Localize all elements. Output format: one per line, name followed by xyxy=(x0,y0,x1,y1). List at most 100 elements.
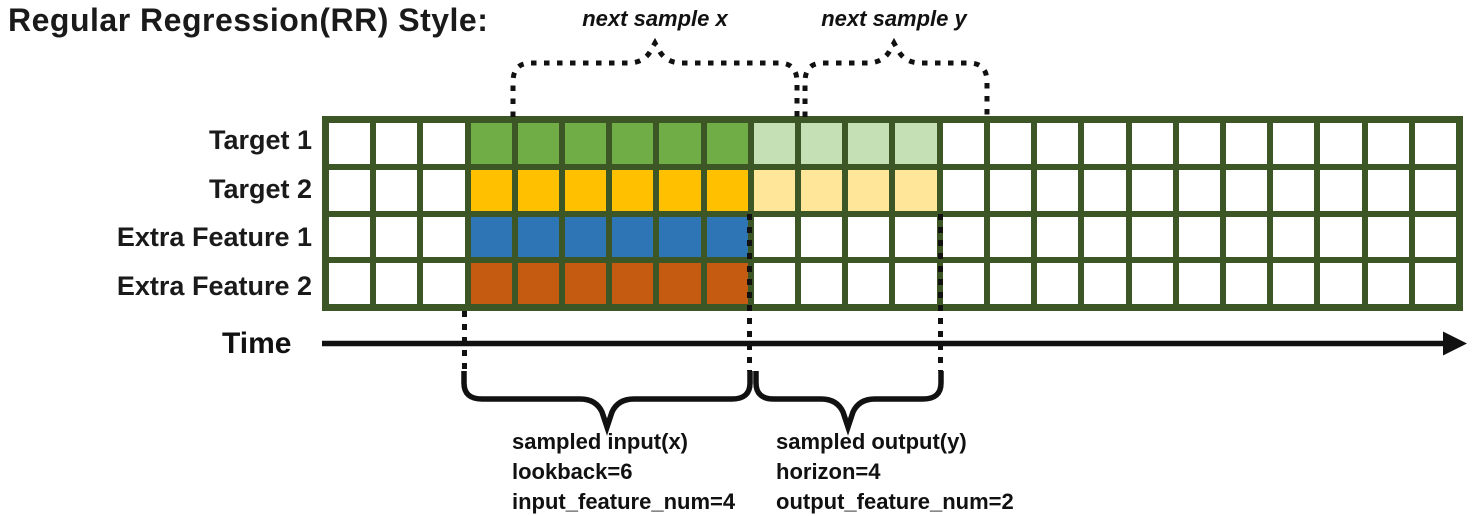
grid-cell xyxy=(1414,169,1456,211)
row-label: Target 1 xyxy=(208,125,312,155)
input-feature-num-param: input_feature_num=4 xyxy=(512,489,736,514)
diagram-title: Regular Regression(RR) Style: xyxy=(8,2,489,38)
grid-cell xyxy=(659,169,701,211)
grid-cell xyxy=(1131,263,1173,304)
grid-cell xyxy=(1084,216,1126,258)
grid-cell xyxy=(1320,169,1362,211)
grid-cell xyxy=(1037,123,1079,164)
grid-cell xyxy=(753,169,796,211)
grid-cell xyxy=(1225,216,1268,258)
grid-cell xyxy=(1320,123,1362,164)
grid-cell xyxy=(989,169,1032,211)
grid-cell xyxy=(612,216,654,258)
grid-cell xyxy=(801,169,843,211)
grid-cell xyxy=(989,216,1032,258)
grid-cell xyxy=(565,169,607,211)
grid-cell xyxy=(706,169,748,211)
grid-cell xyxy=(1037,216,1079,258)
row-label: Extra Feature 1 xyxy=(116,222,312,252)
grid-cell xyxy=(470,263,512,304)
grid-cell xyxy=(1178,263,1220,304)
grid-cell xyxy=(942,263,984,304)
sampling-grid xyxy=(322,116,1463,311)
grid-cell xyxy=(895,169,937,211)
grid-cell xyxy=(376,169,418,211)
grid-cell xyxy=(1225,123,1268,164)
grid-cell xyxy=(1414,216,1456,258)
grid-cell xyxy=(1273,216,1315,258)
grid-cell xyxy=(848,263,890,304)
grid-cell xyxy=(848,216,890,258)
grid-cell xyxy=(942,123,984,164)
grid-cell xyxy=(942,169,984,211)
sampled-input-title: sampled input(x) xyxy=(512,429,689,454)
grid-cell xyxy=(942,216,984,258)
grid-cell xyxy=(517,263,560,304)
grid-cell xyxy=(470,169,512,211)
next-sample-y-brace xyxy=(802,37,990,117)
row-label: Target 2 xyxy=(208,173,312,204)
sampled-output-text: sampled output(y) horizon=4 output_featu… xyxy=(776,427,1014,516)
output-feature-num-param: output_feature_num=2 xyxy=(776,489,1014,514)
grid-cell xyxy=(612,169,654,211)
sampled-output-brace xyxy=(753,371,944,436)
grid-cell xyxy=(706,123,748,164)
lookback-param: lookback=6 xyxy=(512,459,633,484)
next-sample-y-label: next sample y xyxy=(821,6,967,31)
next-sample-x-label: next sample x xyxy=(582,6,728,31)
grid-cell xyxy=(376,263,418,304)
grid-cell xyxy=(423,263,465,304)
grid-cell xyxy=(895,263,937,304)
grid-cell xyxy=(1037,169,1079,211)
grid-cell xyxy=(423,169,465,211)
grid-cell xyxy=(1131,123,1173,164)
grid-cell xyxy=(1367,263,1409,304)
grid-cell xyxy=(753,123,796,164)
time-axis-arrowhead xyxy=(1443,331,1467,356)
grid-cell xyxy=(801,263,843,304)
grid-cell xyxy=(753,216,796,258)
grid-cell xyxy=(1273,123,1315,164)
grid-cell xyxy=(801,123,843,164)
grid-cell xyxy=(1084,263,1126,304)
grid-cell xyxy=(329,263,371,304)
grid-cell xyxy=(612,263,654,304)
row-label: Extra Feature 2 xyxy=(116,270,312,301)
grid-cell xyxy=(989,263,1032,304)
grid-cell xyxy=(1367,123,1409,164)
grid-cell xyxy=(565,263,607,304)
grid-cell xyxy=(1178,169,1220,211)
grid-cell xyxy=(1178,216,1220,258)
grid-cell xyxy=(706,216,748,258)
grid-cell xyxy=(1414,263,1456,304)
grid-cell xyxy=(423,123,465,164)
grid-cell xyxy=(659,216,701,258)
grid-cell xyxy=(753,263,796,304)
grid-cell xyxy=(376,123,418,164)
grid-cell xyxy=(659,123,701,164)
grid-cell xyxy=(1273,169,1315,211)
grid-cell xyxy=(517,123,560,164)
next-sample-x-brace xyxy=(510,37,800,117)
grid-cell xyxy=(801,216,843,258)
grid-cell xyxy=(565,216,607,258)
grid-cell xyxy=(470,216,512,258)
grid-cell xyxy=(1367,216,1409,258)
grid-cell xyxy=(895,123,937,164)
sampled-output-title: sampled output(y) xyxy=(776,429,967,454)
grid-cell xyxy=(1037,263,1079,304)
grid-cell xyxy=(376,216,418,258)
grid-cell xyxy=(1225,263,1268,304)
grid-cell xyxy=(1320,216,1362,258)
grid-cell xyxy=(612,123,654,164)
grid-cell xyxy=(1084,123,1126,164)
grid-cell xyxy=(329,216,371,258)
grid-cell xyxy=(517,216,560,258)
sampled-input-text: sampled input(x) lookback=6 input_featur… xyxy=(512,427,735,516)
grid-cell xyxy=(848,169,890,211)
grid-cell xyxy=(1084,169,1126,211)
grid-cell xyxy=(989,123,1032,164)
grid-cell xyxy=(1178,123,1220,164)
grid-cell xyxy=(565,123,607,164)
